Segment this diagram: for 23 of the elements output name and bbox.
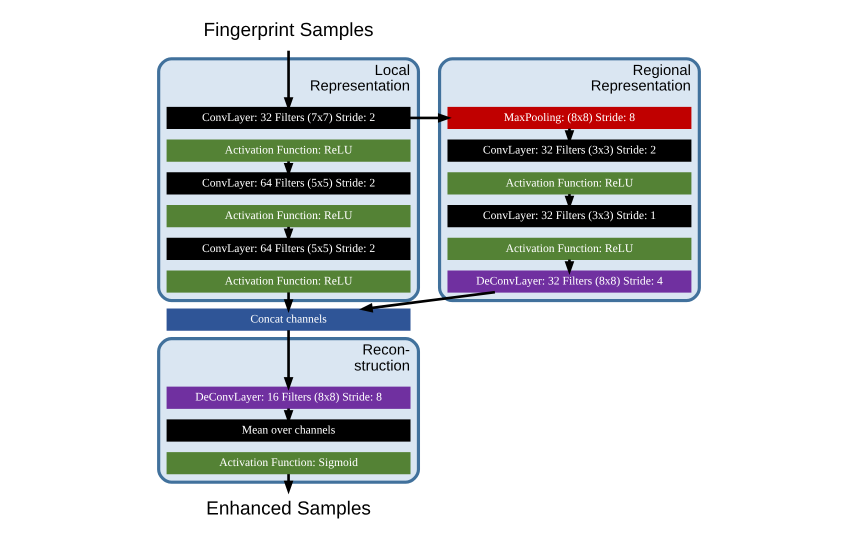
node-box: ConvLayer: 32 Filters (7x7) Stride: 2 bbox=[166, 106, 411, 129]
node-box: ConvLayer: 32 Filters (3x3) Stride: 1 bbox=[447, 205, 692, 228]
arrow bbox=[284, 292, 294, 313]
arrow bbox=[410, 113, 452, 123]
node-box: DeConvLayer: 16 Filters (8x8) Stride: 8 bbox=[166, 386, 411, 409]
node-box: ConvLayer: 32 Filters (3x3) Stride: 2 bbox=[447, 140, 692, 162]
arrow bbox=[358, 290, 496, 313]
node-box: DeConvLayer: 32 Filters (8x8) Stride: 4 bbox=[447, 270, 692, 293]
arrow bbox=[284, 330, 294, 391]
node-box: Activation Function: ReLU bbox=[447, 172, 692, 194]
arrow bbox=[284, 474, 294, 494]
node-text: Fingerprint Samples bbox=[204, 20, 374, 41]
node-box: ConvLayer: 64 Filters (5x5) Stride: 2 bbox=[166, 172, 411, 194]
node-box: Activation Function: ReLU bbox=[447, 238, 692, 260]
node-box: Activation Function: ReLU bbox=[166, 270, 411, 293]
node-box: Activation Function: ReLU bbox=[166, 205, 411, 228]
node-box: Activation Function: Sigmoid bbox=[166, 452, 411, 474]
node-box: MaxPooling: (8x8) Stride: 8 bbox=[447, 106, 692, 129]
node-box: Concat channels bbox=[166, 308, 411, 331]
node-box: Mean over channels bbox=[166, 419, 411, 442]
node-box: ConvLayer: 64 Filters (5x5) Stride: 2 bbox=[166, 238, 411, 260]
node-box: Activation Function: ReLU bbox=[166, 140, 411, 162]
node-text: Enhanced Samples bbox=[206, 498, 371, 520]
